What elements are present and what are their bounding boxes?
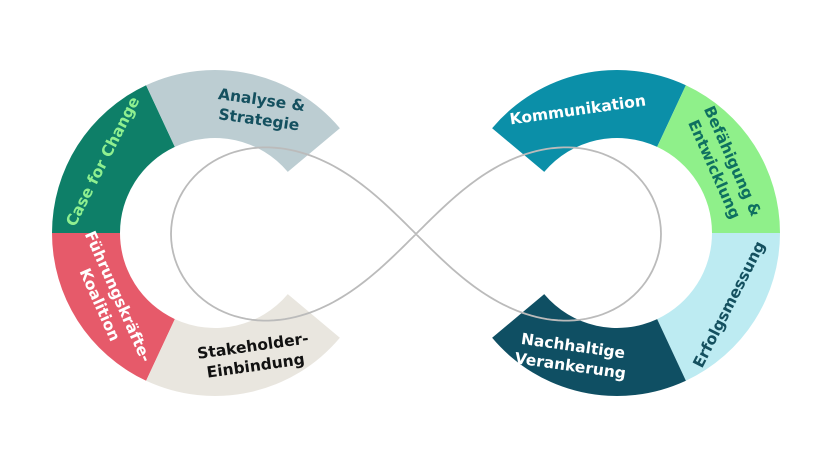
segment-stakeholder-einbindung bbox=[146, 294, 340, 396]
infinity-center-line bbox=[170, 146, 662, 322]
segment-analyse-strategie bbox=[146, 70, 340, 172]
segment-fuehrungskraefte-koalition bbox=[51, 233, 175, 381]
segment-case-for-change bbox=[52, 85, 175, 234]
segment-befaehigung-entwicklung bbox=[657, 85, 780, 234]
label-analyse-strategie: Analyse &Strategie bbox=[214, 85, 306, 135]
segments-group bbox=[51, 69, 780, 396]
segment-kommunikation bbox=[492, 69, 686, 172]
segment-nachhaltige-verankerung bbox=[492, 294, 686, 396]
segment-erfolgsmessung bbox=[657, 233, 780, 381]
